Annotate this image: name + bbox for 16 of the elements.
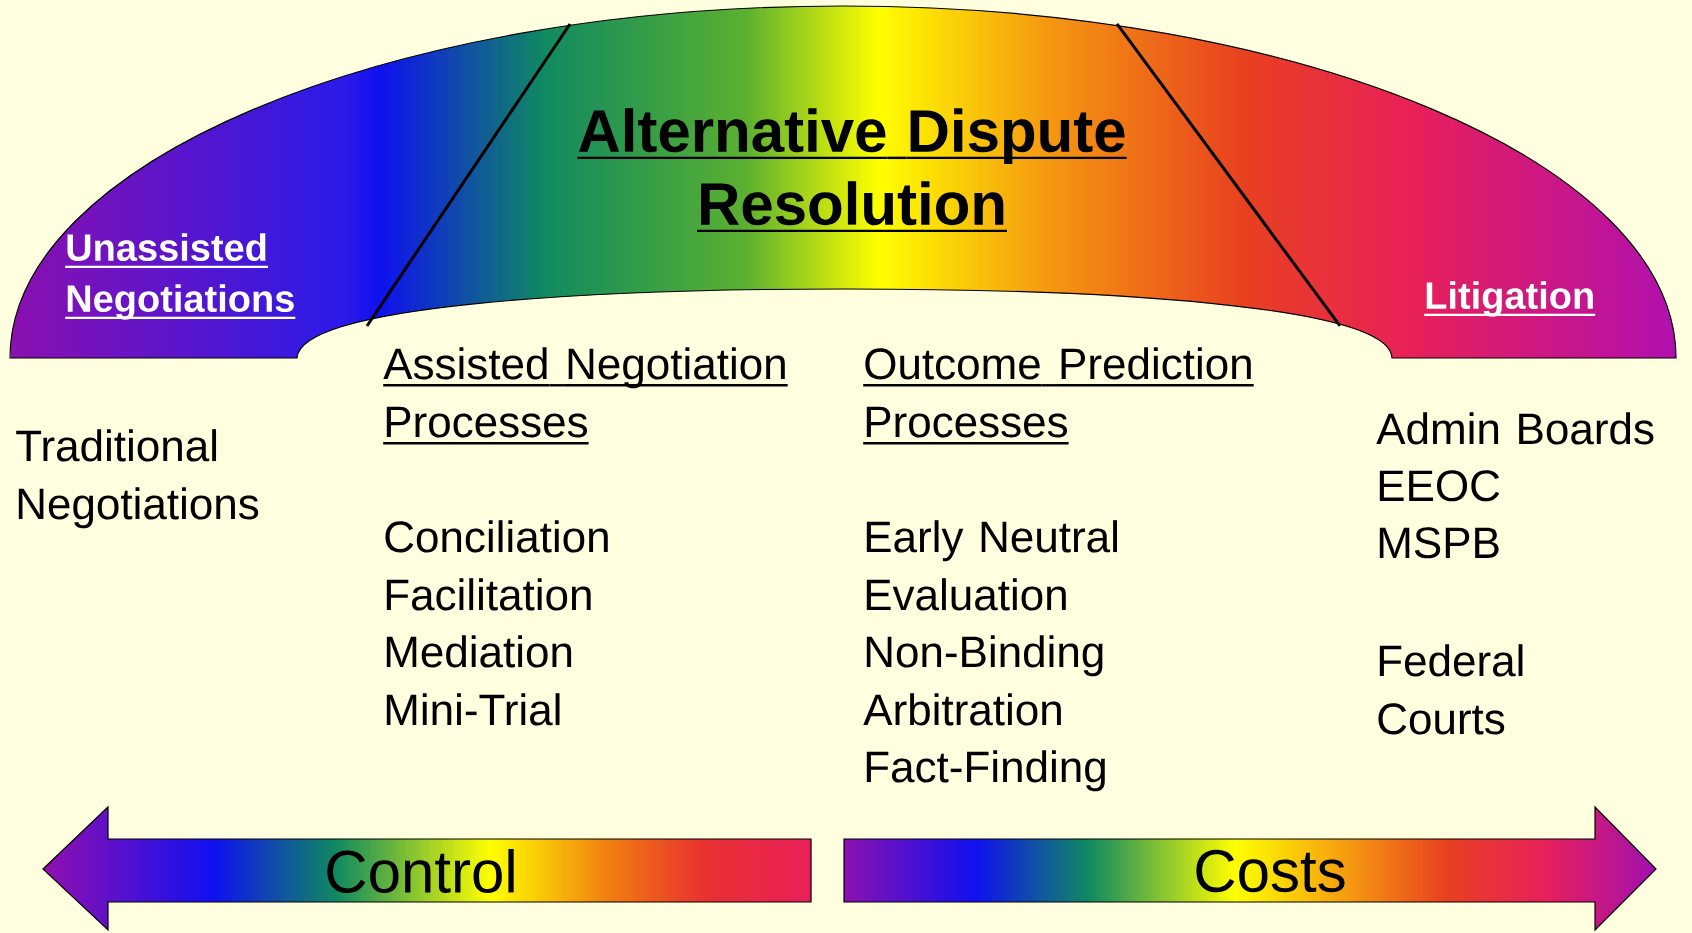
list-item: Conciliation <box>385 520 608 553</box>
list-item: Fact-Finding <box>866 750 1105 792</box>
list-item: Non-Binding Arbitration <box>863 635 1103 726</box>
list-item: Facilitation <box>386 578 591 611</box>
list-item: Early Neutral Evaluation <box>866 520 1117 611</box>
list-item: Admin Boards <box>1376 412 1654 445</box>
list-item: EEOC <box>1379 470 1500 502</box>
list-item: MSPB <box>1379 527 1499 559</box>
list-item: Federal Courts <box>1378 644 1523 735</box>
band-label: Litigation <box>1424 281 1596 317</box>
list-item: Mini-Trial <box>386 693 560 726</box>
list-item: Traditional Negotiations <box>16 429 259 529</box>
column-heading: Outcome Prediction Processes <box>863 347 1254 445</box>
column-heading: Assisted Negotiation Processes <box>383 347 788 445</box>
band-label: Unassisted Negotiations <box>65 233 296 320</box>
list-item: Mediation <box>386 635 572 668</box>
